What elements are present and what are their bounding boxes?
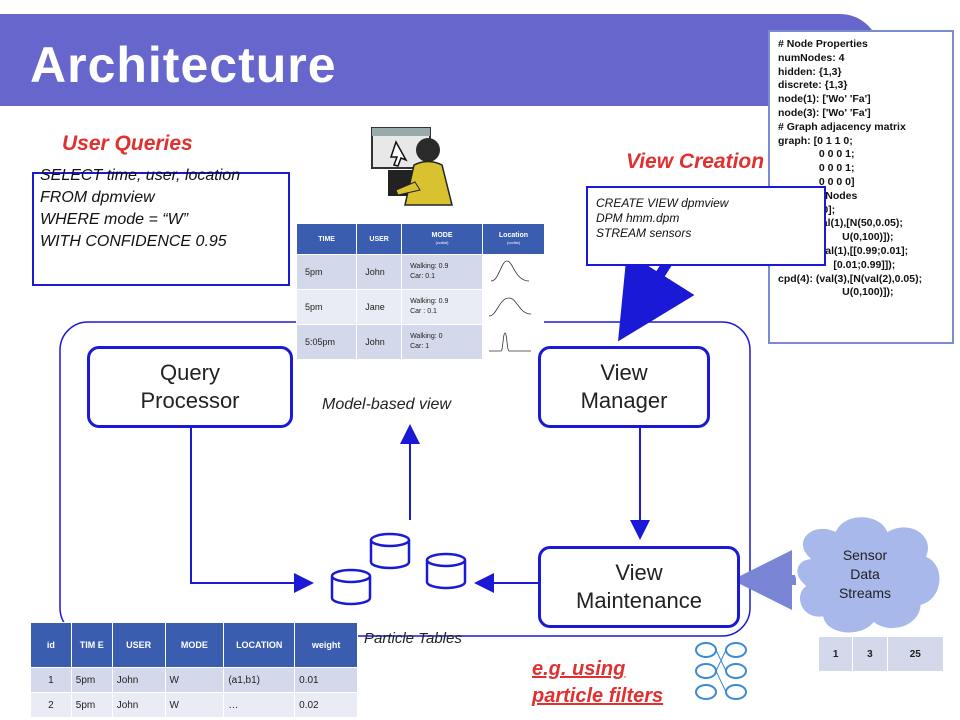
- prop-line: discrete: {1,3}: [778, 79, 848, 92]
- view-line: CREATE VIEW dpmview: [596, 196, 729, 210]
- model-view-table: TIME USER MODE(ccdist) Location(ccdist) …: [295, 224, 544, 360]
- col-header: id: [30, 622, 72, 668]
- small-values-table: 1 3 25: [817, 636, 944, 672]
- query-line: WITH CONFIDENCE 0.95: [40, 233, 227, 250]
- prop-line: 0 0 0 0]: [778, 175, 855, 188]
- col-header: USER: [356, 224, 402, 255]
- table-row: 1 3 25: [817, 636, 944, 672]
- col-header: TIM E: [70, 622, 113, 668]
- prop-line: # Node Properties: [778, 38, 868, 50]
- location-distribution-sparkline: [488, 332, 531, 352]
- col-header: USER: [111, 622, 166, 668]
- prop-line: U(0,100)]);: [778, 231, 894, 244]
- query-line: FROM dpmview: [40, 189, 155, 206]
- col-header: MODE: [164, 622, 225, 668]
- particle-filters-label: e.g. using particle filters: [532, 658, 664, 707]
- bayes-network-icon: [695, 642, 747, 700]
- prop-line: cpd(4): (val(3),[N(val(2),0.05);: [778, 272, 923, 285]
- title-bar: [0, 14, 880, 106]
- prop-line: U(0,100)]);: [778, 286, 894, 299]
- query-line: WHERE mode = “W”: [40, 211, 189, 228]
- view-line: STREAM sensors: [596, 226, 692, 240]
- box-label: View: [615, 560, 663, 585]
- box-label: Processor: [140, 388, 240, 413]
- location-distribution-sparkline: [488, 297, 531, 317]
- table-row: 1 5pm John W (a1,b1) 0.01: [30, 667, 358, 693]
- page-title: Architecture: [30, 37, 337, 93]
- prop-line: [0.01;0.99]]);: [778, 258, 896, 271]
- col-header: MODE(ccdist): [401, 224, 483, 255]
- query-line: SELECT time, user, location: [40, 167, 241, 184]
- box-label: Maintenance: [576, 588, 702, 613]
- prop-line: numNodes: 4: [778, 51, 845, 64]
- sensor-data-streams-label: Sensor Data Streams: [838, 547, 892, 601]
- prop-line: 0 0 0 1;: [778, 162, 855, 175]
- view-creation-callout: CREATE VIEW dpmview DPM hmm.dpm STREAM s…: [586, 186, 826, 266]
- col-header: LOCATION: [223, 622, 296, 668]
- computer-user-clipart-icon: [371, 127, 453, 206]
- box-label: Manager: [580, 388, 668, 413]
- col-header: Location(ccdist): [481, 224, 544, 255]
- prop-line: node(3): ['Wo' 'Fa']: [778, 106, 871, 119]
- view-creation-label: View Creation: [626, 150, 765, 173]
- prop-line: # Graph adjacency matrix: [778, 120, 906, 133]
- view-creation-arrow: [618, 252, 695, 342]
- model-based-view-label: Model-based view: [322, 396, 451, 413]
- particle-table: id TIM E USER MODE LOCATION weight 1 5pm…: [30, 622, 358, 718]
- prop-line: 0 0 0 1;: [778, 148, 855, 161]
- col-header: weight: [294, 622, 358, 668]
- query-to-tables-arrow: [190, 428, 314, 593]
- particle-tables-label: Particle Tables: [364, 630, 462, 647]
- prop-line: graph: [0 1 1 0;: [778, 134, 853, 147]
- view-line: DPM hmm.dpm: [596, 211, 680, 225]
- database-cylinder-icon: [330, 532, 467, 606]
- user-queries-label: User Queries: [62, 132, 193, 155]
- location-distribution-sparkline: [490, 260, 529, 282]
- prop-line: hidden: {1,3}: [778, 65, 842, 78]
- prop-line: node(1): ['Wo' 'Fa']: [778, 93, 871, 106]
- box-label: Query: [160, 360, 220, 385]
- user-query-callout: [32, 172, 290, 286]
- col-header: TIME: [295, 224, 357, 255]
- sensor-cloud-shape: [794, 514, 943, 636]
- user-query-text: SELECT time, user, location FROM dpmview…: [40, 165, 240, 253]
- table-row: 2 5pm John W … 0.02: [30, 692, 358, 718]
- box-label: View: [600, 360, 648, 385]
